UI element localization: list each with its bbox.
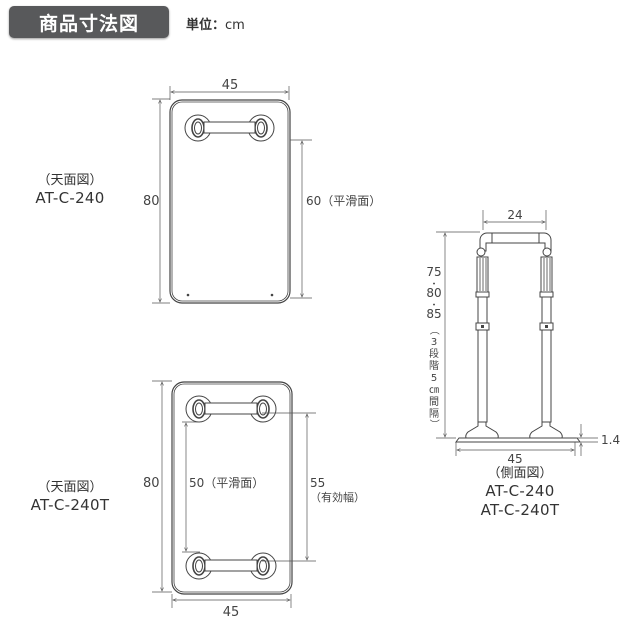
view-label: （天面図） [37,480,103,495]
svg-text:85: 85 [426,307,441,321]
top-view-1-caption: （天面図） AT-C-240 [10,173,130,208]
dim-top2-width: 45 [223,605,240,620]
dim-top1-length: 80 [143,194,160,209]
top-view-1 [152,86,312,304]
svg-text:隔: 隔 [429,408,439,420]
dim-side-base-thickness: 1.4 [601,433,620,447]
dim-top2-length: 80 [143,476,160,491]
model-name-1: AT-C-240 [485,482,555,501]
page-title-badge: 商品寸法図 [9,6,169,38]
svg-text:・: ・ [429,301,438,311]
svg-text:3: 3 [431,337,437,348]
svg-text:㎝: ㎝ [429,385,439,396]
model-name: AT-C-240 [35,189,105,208]
dim-side-base-width: 45 [507,452,522,466]
side-view [436,210,598,456]
dim-top2-flat: 50（平滑面） [189,476,264,490]
model-name-2: AT-C-240T [480,501,560,519]
svg-text:5: 5 [431,373,437,384]
dim-top1-flat: 60（平滑面） [306,194,381,208]
svg-text:80: 80 [426,286,441,300]
dim-side-height: 75 ・ 80 ・ 85 [426,265,441,321]
svg-text:間: 間 [429,396,439,408]
side-view-caption: （側面図） AT-C-240 AT-C-240T [460,466,580,520]
view-label: （天面図） [37,173,103,188]
svg-text:（: （ [428,325,440,335]
dim-top1-width: 45 [222,78,239,93]
unit-label: 単位： [186,18,226,33]
dim-side-height-note: （ 3 段 階 5 ㎝ 間 隔 ） [428,325,440,429]
svg-text:階: 階 [429,360,439,372]
top-view-2-caption: （天面図） AT-C-240T [10,480,130,515]
dim-top2-effective-label: （有効幅） [310,490,365,504]
svg-text:75: 75 [426,265,441,279]
model-name: AT-C-240T [30,496,110,515]
unit-note: 単位：cm [186,14,245,33]
dim-side-top-width: 24 [507,208,522,222]
dim-top2-effective: 55 [310,476,325,490]
top-view-2 [152,380,316,608]
svg-text:段: 段 [429,347,439,360]
svg-text:・: ・ [429,280,438,290]
svg-text:）: ） [428,419,440,429]
view-label: （側面図） [487,466,553,481]
page-title: 商品寸法図 [38,12,139,35]
unit-value: cm [225,18,245,33]
